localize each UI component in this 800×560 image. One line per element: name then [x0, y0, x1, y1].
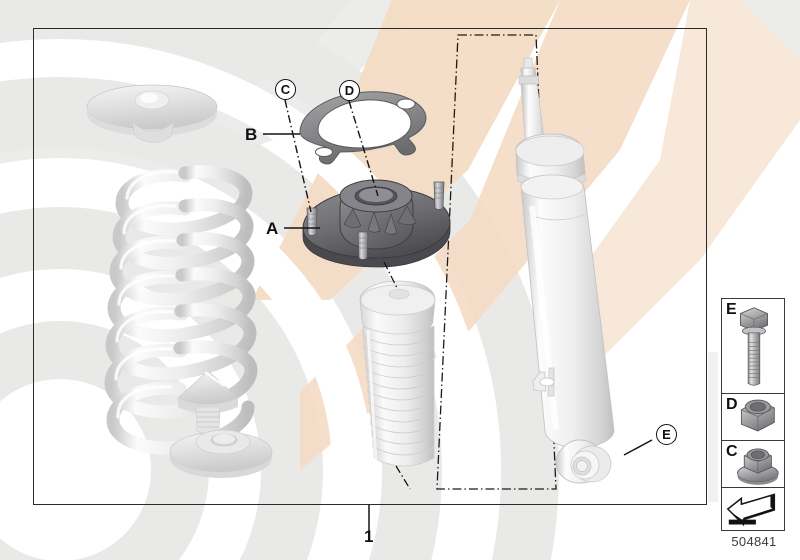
- legend-letter-C: C: [726, 443, 738, 460]
- legend-cell-arrow: [722, 488, 784, 530]
- callout-A: A: [266, 219, 279, 238]
- legend-letter-E: E: [726, 301, 737, 318]
- lower-spring-pad-art: [169, 429, 273, 478]
- callout-B: B: [245, 125, 258, 144]
- callout-E: E: [656, 424, 677, 445]
- mount-stud-front: [357, 231, 369, 260]
- upper-spring-pad-art: [86, 84, 218, 143]
- callout-D: D: [339, 80, 360, 101]
- hex-nut-icon: [740, 399, 775, 432]
- strut-mount-art: [302, 179, 451, 268]
- leader-line-C: [284, 99, 312, 213]
- coil-spring-highlight: [114, 170, 178, 419]
- legend-cell-C: C: [722, 441, 784, 488]
- arrow-icon: [726, 493, 776, 527]
- leader-line-D: [348, 100, 379, 197]
- flange-nut-icon: [737, 448, 779, 485]
- diagram-frame: [33, 28, 707, 505]
- shock-absorber-art: [515, 57, 615, 484]
- shock-group-outline: [436, 34, 557, 490]
- hex-bolt-icon: [739, 307, 768, 386]
- legend-cell-E: E: [722, 299, 784, 394]
- legend-letter-D: D: [726, 396, 738, 413]
- legend-box: E: [721, 298, 785, 531]
- item-number-1: 1: [364, 527, 374, 546]
- mount-stud-left: [306, 207, 318, 236]
- legend-cell-D: D: [722, 394, 784, 441]
- part-number: 504841: [731, 534, 777, 549]
- leader-line-mount-to-boot: [383, 261, 398, 289]
- callout-C: C: [275, 79, 296, 100]
- leader-line-boot-bottom: [395, 465, 411, 490]
- mount-stud-right: [433, 181, 445, 210]
- gasket-plate-art: [299, 91, 427, 165]
- leader-line-E: [623, 439, 653, 456]
- dust-boot-art: [359, 280, 436, 467]
